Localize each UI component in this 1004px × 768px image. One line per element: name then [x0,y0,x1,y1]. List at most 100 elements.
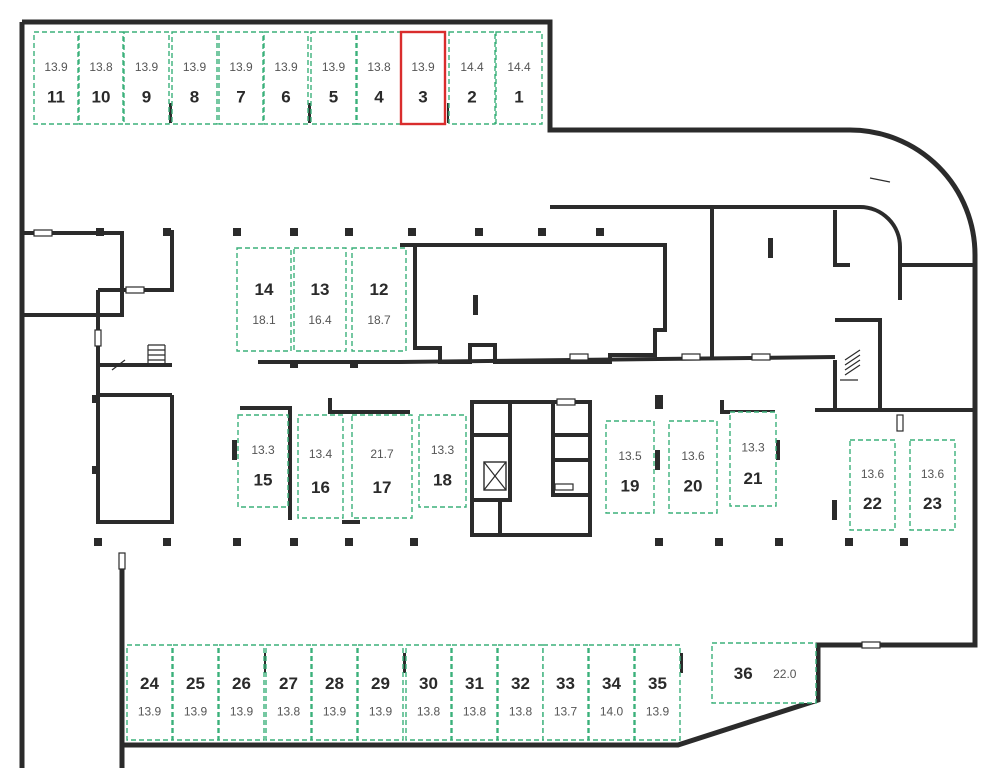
parking-space-number: 4 [374,87,384,106]
parking-space-5[interactable]: 13.95 [310,31,357,125]
parking-space-number: 18 [433,470,452,489]
parking-space-number: 27 [279,674,298,693]
parking-space-number: 25 [186,674,205,693]
parking-space-area: 13.9 [411,60,435,74]
parking-space-12[interactable]: 18.712 [351,247,407,352]
parking-space-outline [237,414,289,508]
parking-space-6[interactable]: 13.96 [263,31,309,125]
parking-space-outline [218,644,265,741]
parking-space-number: 22 [863,494,882,513]
parking-space-15[interactable]: 13.315 [237,414,289,508]
parking-space-outline [451,644,498,741]
parking-space-number: 8 [190,87,199,106]
parking-space-20[interactable]: 13.620 [668,420,718,514]
parking-space-18[interactable]: 13.3 18 [418,414,467,508]
stairs-icon-right [840,349,861,381]
parking-spaces: 13.91113.81013.9913.9813.9713.9613.9513.… [33,30,956,741]
parking-space-area: 18.1 [252,313,276,327]
parking-space-35[interactable]: 13.935 [634,644,681,741]
parking-space-27[interactable]: 13.8 27 [265,644,312,741]
parking-space-outline [263,31,309,125]
parking-space-24[interactable]: 13.924 [126,644,173,741]
parking-space-area: 13.3 [431,443,455,457]
parking-space-33[interactable]: 13.733 [542,644,589,741]
parking-space-16[interactable]: 13.416 [297,414,344,519]
parking-space-36[interactable]: 22.036 [711,642,817,704]
parking-space-13[interactable]: 16.413 [293,247,347,352]
parking-space-22[interactable]: 13.622 [849,439,896,531]
parking-space-number: 17 [373,478,392,497]
parking-space-outline [293,247,347,352]
parking-space-28[interactable]: 13.928 [311,644,358,741]
parking-space-outline [711,642,817,704]
parking-space-area: 18.7 [367,313,391,327]
parking-space-outline [126,644,173,741]
parking-space-outline [351,247,407,352]
parking-space-14[interactable]: 18.1 14 [236,247,292,352]
parking-space-number: 31 [465,674,484,693]
parking-space-number: 10 [92,87,111,106]
parking-space-32[interactable]: 13.832 [497,644,544,741]
parking-space-outline [357,644,404,741]
parking-space-outline [265,644,312,741]
parking-space-area: 13.9 [135,60,159,74]
parking-space-outline [311,644,358,741]
parking-space-outline [78,31,124,125]
parking-space-area: 13.9 [44,60,68,74]
parking-space-3[interactable]: 13.93 [399,30,447,126]
parking-space-10[interactable]: 13.810 [78,31,124,125]
parking-space-area: 13.9 [369,705,393,719]
parking-space-34[interactable]: 14.034 [588,644,635,741]
parking-space-9[interactable]: 13.99 [123,31,170,125]
parking-space-area: 14.4 [460,60,484,74]
parking-space-outline [418,414,467,508]
parking-space-outline [909,439,956,531]
parking-space-number: 20 [684,476,703,495]
parking-space-area: 13.8 [417,705,441,719]
parking-space-outline [399,30,447,126]
parking-space-area: 13.8 [277,705,301,719]
parking-space-17[interactable]: 21.7 17 [351,414,413,519]
parking-space-21[interactable]: 13.321 [729,411,777,507]
parking-space-number: 19 [621,476,640,495]
parking-space-number: 29 [371,674,390,693]
parking-space-7[interactable]: 13.97 [218,31,264,125]
parking-space-19[interactable]: 13.519 [605,420,655,514]
parking-space-number: 14 [255,280,274,299]
parking-space-25[interactable]: 13.925 [172,644,219,741]
parking-space-1[interactable]: 14.41 [495,31,543,125]
parking-space-number: 6 [281,87,290,106]
parking-space-11[interactable]: 13.911 [33,31,79,125]
parking-space-outline [236,247,292,352]
parking-space-number: 33 [556,674,575,693]
parking-space-outline [33,31,79,125]
parking-space-outline [310,31,357,125]
parking-space-area: 13.9 [229,60,253,74]
parking-space-outline [351,414,413,519]
parking-space-area: 21.7 [370,447,394,461]
parking-space-8[interactable]: 13.98 [171,31,218,125]
parking-space-outline [405,644,452,741]
parking-space-31[interactable]: 13.8 31 [451,644,498,741]
parking-space-number: 23 [923,494,942,513]
parking-space-2[interactable]: 14.42 [448,31,496,125]
parking-space-area: 13.9 [138,705,162,719]
parking-space-4[interactable]: 13.84 [356,31,402,125]
parking-space-area: 13.9 [230,705,254,719]
parking-space-23[interactable]: 13.6 23 [909,439,956,531]
parking-space-outline [849,439,896,531]
parking-space-30[interactable]: 13.830 [405,644,452,741]
parking-space-number: 35 [648,674,667,693]
parking-space-area: 22.0 [773,667,797,681]
parking-space-outline [668,420,718,514]
parking-space-outline [588,644,635,741]
parking-space-outline [297,414,344,519]
doors [33,177,904,649]
parking-space-area: 13.8 [367,60,391,74]
parking-space-29[interactable]: 13.9 29 [357,644,404,741]
parking-space-26[interactable]: 13.926 [218,644,265,741]
parking-space-area: 13.8 [463,705,487,719]
parking-space-area: 13.6 [921,467,945,481]
parking-space-number: 9 [142,87,151,106]
parking-space-outline [218,31,264,125]
